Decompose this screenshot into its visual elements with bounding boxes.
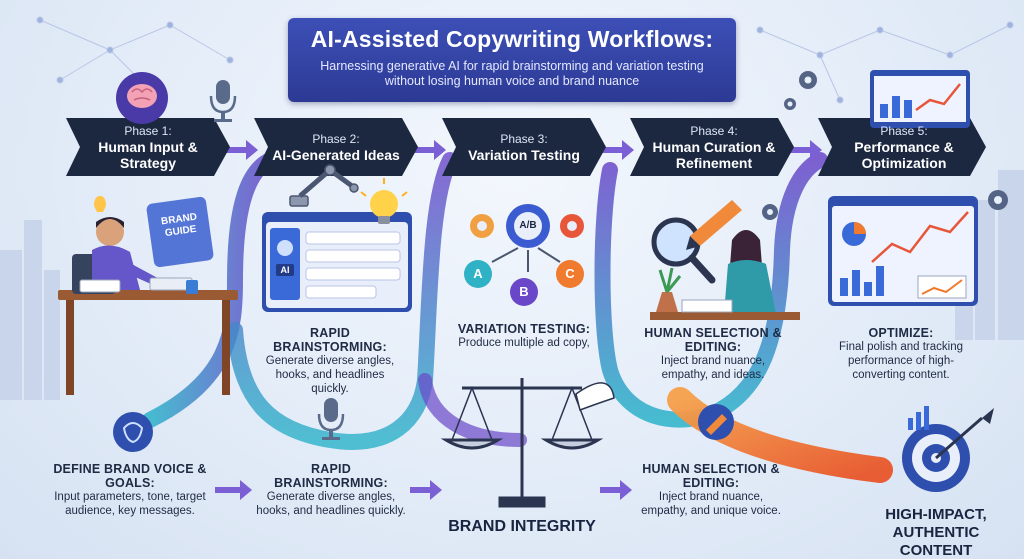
phase-number: Phase 1: <box>124 124 172 138</box>
phase-2-box <box>254 118 418 176</box>
caption-body: Final polish and tracking performance of… <box>838 341 963 381</box>
phase-number: Phase 5: <box>880 124 928 138</box>
ai-label: AI <box>280 265 290 275</box>
phase-5-label: Phase 5: Performance & Optimization <box>832 118 976 176</box>
robot-arm-icon <box>289 164 359 207</box>
phase-name: AI-Generated Ideas <box>272 147 400 163</box>
variant-b-label: B <box>519 284 529 299</box>
feather-pen-icon <box>575 382 615 411</box>
microphone-icon <box>209 80 237 122</box>
brain-circuit-icon <box>113 412 153 452</box>
phase-4-label: Phase 4: Human Curation & Refinement <box>644 118 784 176</box>
gears-ab-testing-illustration <box>464 204 584 306</box>
page-subtitle: Harnessing generative AI for rapid brain… <box>320 59 704 88</box>
microphone-icon-lower <box>317 398 345 440</box>
variant-a-circle <box>464 260 492 288</box>
phase-name: Human Input & Strategy <box>98 139 198 171</box>
skyline-left <box>0 220 60 400</box>
caption-heading: RAPID BRAINSTORMING: <box>274 462 388 490</box>
phase-name: Human Curation & Refinement <box>652 139 776 171</box>
network-decoration-right <box>756 21 1014 104</box>
pencil-icon <box>686 200 742 250</box>
caption-heading: RAPID BRAINSTORMING: <box>273 326 387 354</box>
variant-b-circle <box>510 278 538 306</box>
phase-name: Variation Testing <box>468 147 580 163</box>
caption-heading: HUMAN SELECTION & EDITING: <box>642 462 780 490</box>
lightbulb-icon <box>360 178 408 224</box>
caption-rapid-brainstorming-lower: RAPID BRAINSTORMING: Generate diverse an… <box>256 462 406 518</box>
caption-body: Input parameters, tone, target audience,… <box>54 491 206 517</box>
monitor-chart-icon <box>870 70 970 128</box>
outcome-label: HIGH-IMPACT, AUTHENTIC CONTENT <box>885 506 987 559</box>
target-bullseye-icon <box>902 406 994 492</box>
analytics-dashboard-illustration <box>828 196 978 306</box>
phase-1-box <box>66 118 230 176</box>
phase-number: Phase 2: <box>312 132 360 146</box>
caption-body: Inject brand nuance, empathy, and ideas. <box>660 355 766 381</box>
phase-2-label: Phase 2: AI-Generated Ideas <box>268 118 404 176</box>
caption-body: Inject brand nuance, empathy, and unique… <box>641 491 781 517</box>
phase-number: Phase 4: <box>690 124 738 138</box>
caption-heading: HUMAN SELECTION & EDITING: <box>644 326 782 354</box>
caption-define-brand-voice: DEFINE BRAND VOICE & GOALS: Input parame… <box>50 462 210 518</box>
caption-variation-testing: VARIATION TESTING: Produce multiple ad c… <box>446 322 602 350</box>
caption-body: Generate diverse angles, hooks, and head… <box>265 355 395 395</box>
phase-number: Phase 3: <box>500 132 548 146</box>
woman-writing-illustration <box>650 230 800 320</box>
balance-scale-icon <box>440 378 604 508</box>
network-decoration-left <box>36 16 234 94</box>
phase-3-label: Phase 3: Variation Testing <box>456 118 592 176</box>
variant-c-circle <box>556 260 584 288</box>
gear-icons-decoration <box>762 71 1008 220</box>
phase-boxes <box>66 118 986 176</box>
phase-name: Performance & Optimization <box>854 139 954 171</box>
brand-integrity-label: BRAND INTEGRITY <box>448 518 596 535</box>
phase-3-box <box>442 118 606 176</box>
caption-human-selection-lower: HUMAN SELECTION & EDITING: Inject brand … <box>636 462 786 518</box>
person-at-desk-illustration <box>58 196 238 395</box>
phase-connector-arrows <box>215 140 822 500</box>
brain-icon <box>116 72 168 124</box>
caption-heading: OPTIMIZE: <box>868 326 934 340</box>
caption-body: Produce multiple ad copy, <box>458 337 590 349</box>
title-banner: AI-Assisted Copywriting Workflows: Harne… <box>288 18 736 102</box>
caption-heading: DEFINE BRAND VOICE & GOALS: <box>53 462 207 490</box>
phase-5-box <box>818 118 986 176</box>
ai-chat-window-illustration <box>262 212 412 312</box>
caption-body: Generate diverse angles, hooks, and head… <box>256 491 406 517</box>
edit-pencil-icon <box>698 404 734 440</box>
phase-1-label: Phase 1: Human Input & Strategy <box>80 118 216 176</box>
page-title: AI-Assisted Copywriting Workflows: <box>310 26 714 52</box>
phase-4-box <box>630 118 794 176</box>
caption-rapid-brainstorming: RAPID BRAINSTORMING: Generate diverse an… <box>256 326 404 396</box>
variant-a-label: A <box>473 266 483 281</box>
caption-optimize: OPTIMIZE: Final polish and tracking perf… <box>824 326 978 382</box>
flow-band <box>142 152 893 483</box>
ab-label: A/B <box>519 220 537 231</box>
caption-heading: VARIATION TESTING: <box>457 322 591 336</box>
caption-human-selection: HUMAN SELECTION & EDITING: Inject brand … <box>638 326 788 382</box>
variant-c-label: C <box>565 266 575 281</box>
